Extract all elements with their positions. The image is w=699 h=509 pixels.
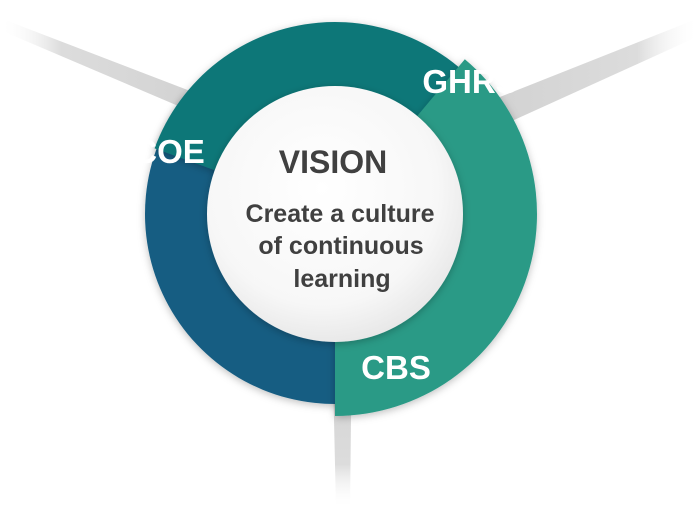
center-circle (207, 86, 463, 342)
vision-line-3: learning (293, 265, 390, 293)
segment-label-coe: COE (133, 133, 205, 170)
vision-line-2: of continuous (258, 232, 423, 260)
segment-label-cbs: CBS (361, 349, 431, 386)
vision-line-1: Create a culture (246, 200, 435, 228)
segment-label-ghrs: GHRS (422, 63, 517, 100)
divider-spoke-upper-right (452, 18, 699, 140)
vision-title: VISION (279, 144, 387, 180)
